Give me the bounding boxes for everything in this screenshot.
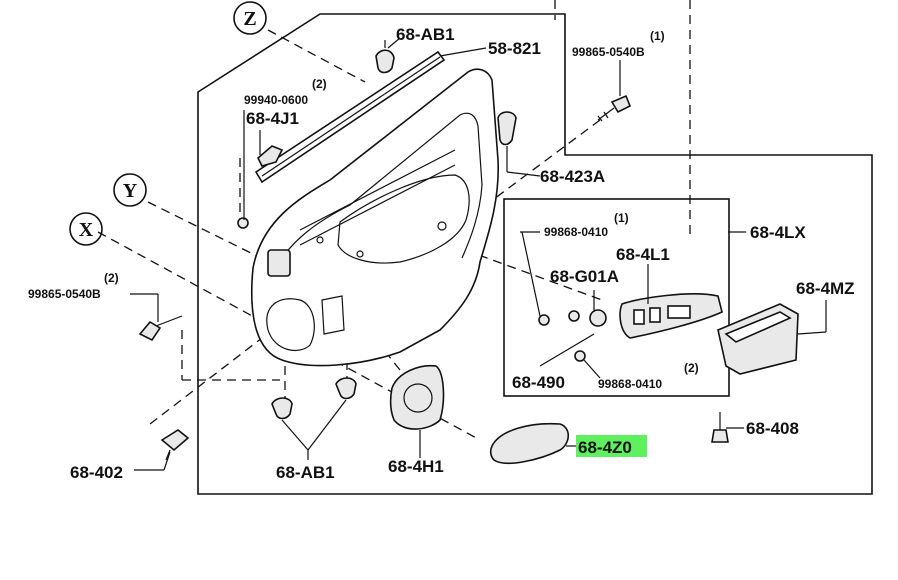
callout-x-text: X bbox=[79, 219, 94, 241]
part-68-4j1 bbox=[257, 145, 284, 167]
door-trim-panel bbox=[250, 68, 500, 367]
label-68-4lx: 68-4LX bbox=[750, 223, 806, 242]
leader-lines bbox=[130, 37, 827, 471]
label-58-821: 58-821 bbox=[488, 39, 541, 58]
screw-99865-left bbox=[138, 315, 183, 342]
callout-y-text: Y bbox=[123, 180, 138, 202]
part-68-4l1 bbox=[619, 293, 723, 339]
bolt-68-408 bbox=[711, 412, 729, 443]
part-68-423a bbox=[497, 111, 517, 172]
switch-assembly-box bbox=[503, 198, 730, 397]
label-68-423a: 68-423A bbox=[540, 167, 605, 186]
callout-x: X bbox=[69, 212, 103, 246]
label-68-4l1: 68-4L1 bbox=[616, 245, 670, 264]
assembly-frame bbox=[197, 13, 873, 495]
part-68-4h1 bbox=[389, 364, 445, 430]
label-68-408: 68-408 bbox=[746, 419, 799, 438]
label-68-4z0: 68-4Z0 bbox=[578, 438, 632, 457]
label-99868-bottom-qty: (2) bbox=[684, 361, 699, 375]
label-68-402: 68-402 bbox=[70, 463, 123, 482]
part-68-4z0 bbox=[489, 422, 570, 464]
label-99868-top: 99868-0410 bbox=[544, 225, 608, 239]
label-68-4h1: 68-4H1 bbox=[388, 457, 444, 476]
label-99868-bottom: 99868-0410 bbox=[598, 377, 662, 391]
screw-99868-bottom bbox=[574, 350, 586, 362]
clip-68-402 bbox=[160, 429, 190, 461]
callout-z-text: Z bbox=[243, 8, 256, 30]
label-68-490: 68-490 bbox=[512, 373, 565, 392]
clip-99940 bbox=[237, 217, 249, 229]
label-99940-qty: (2) bbox=[312, 77, 327, 91]
part-68-g01a bbox=[568, 309, 607, 327]
label-68-4j1: 68-4J1 bbox=[246, 109, 299, 128]
clips-68-ab1-bottom bbox=[271, 377, 357, 420]
label-99865-left: 99865-0540B bbox=[28, 287, 101, 301]
highlight-68-4z0 bbox=[576, 435, 647, 457]
label-99865-left-qty: (2) bbox=[104, 271, 119, 285]
clip-68-ab1-top bbox=[375, 40, 395, 74]
label-68-4mz: 68-4MZ bbox=[796, 279, 855, 298]
label-99865-top-qty: (1) bbox=[650, 29, 665, 43]
screw-99865-top bbox=[597, 94, 632, 122]
callout-y: Y bbox=[113, 173, 147, 207]
label-68-ab1-bottom: 68-AB1 bbox=[276, 463, 335, 482]
callout-z: Z bbox=[233, 1, 267, 35]
part-68-4mz bbox=[717, 303, 799, 375]
label-68-g01a: 68-G01A bbox=[550, 267, 619, 286]
label-99865-top: 99865-0540B bbox=[572, 45, 645, 59]
label-99940: 99940-0600 bbox=[244, 93, 308, 107]
screw-99868-top bbox=[521, 231, 550, 326]
label-99868-top-qty: (1) bbox=[614, 211, 629, 225]
label-68-ab1-top: 68-AB1 bbox=[396, 25, 455, 44]
